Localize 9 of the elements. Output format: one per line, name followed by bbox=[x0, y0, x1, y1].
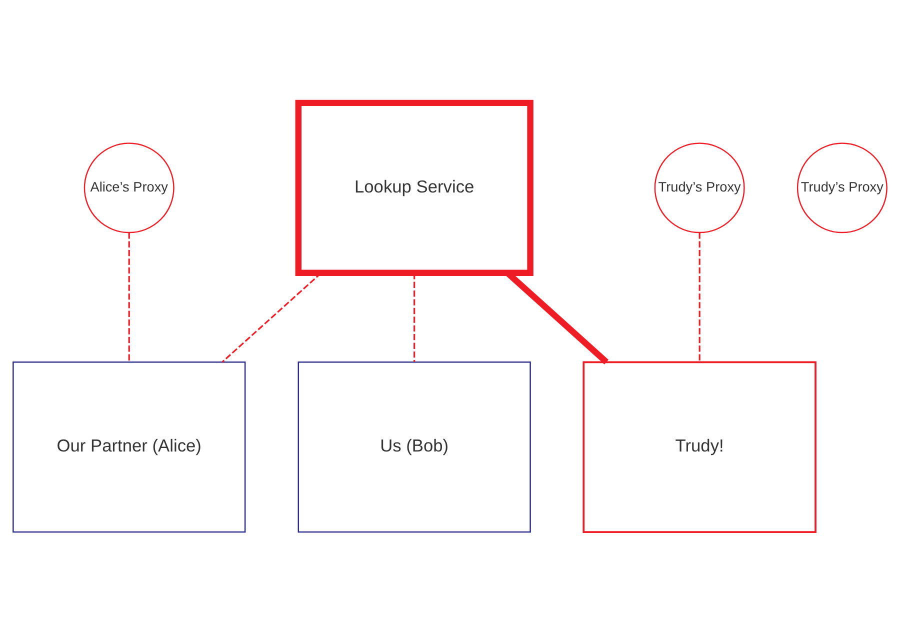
connector bbox=[128, 232, 130, 362]
node-box: Our Partner (Alice) bbox=[12, 361, 246, 532]
node-box: Lookup Service bbox=[295, 99, 534, 276]
node-circle: Trudy’s Proxy bbox=[796, 142, 888, 233]
node-circle: Trudy’s Proxy bbox=[654, 142, 745, 233]
node-box: Us (Bob) bbox=[298, 361, 531, 532]
connector bbox=[698, 232, 700, 362]
node-circle: Alice’s Proxy bbox=[84, 142, 174, 233]
node-box: Trudy! bbox=[582, 360, 816, 532]
